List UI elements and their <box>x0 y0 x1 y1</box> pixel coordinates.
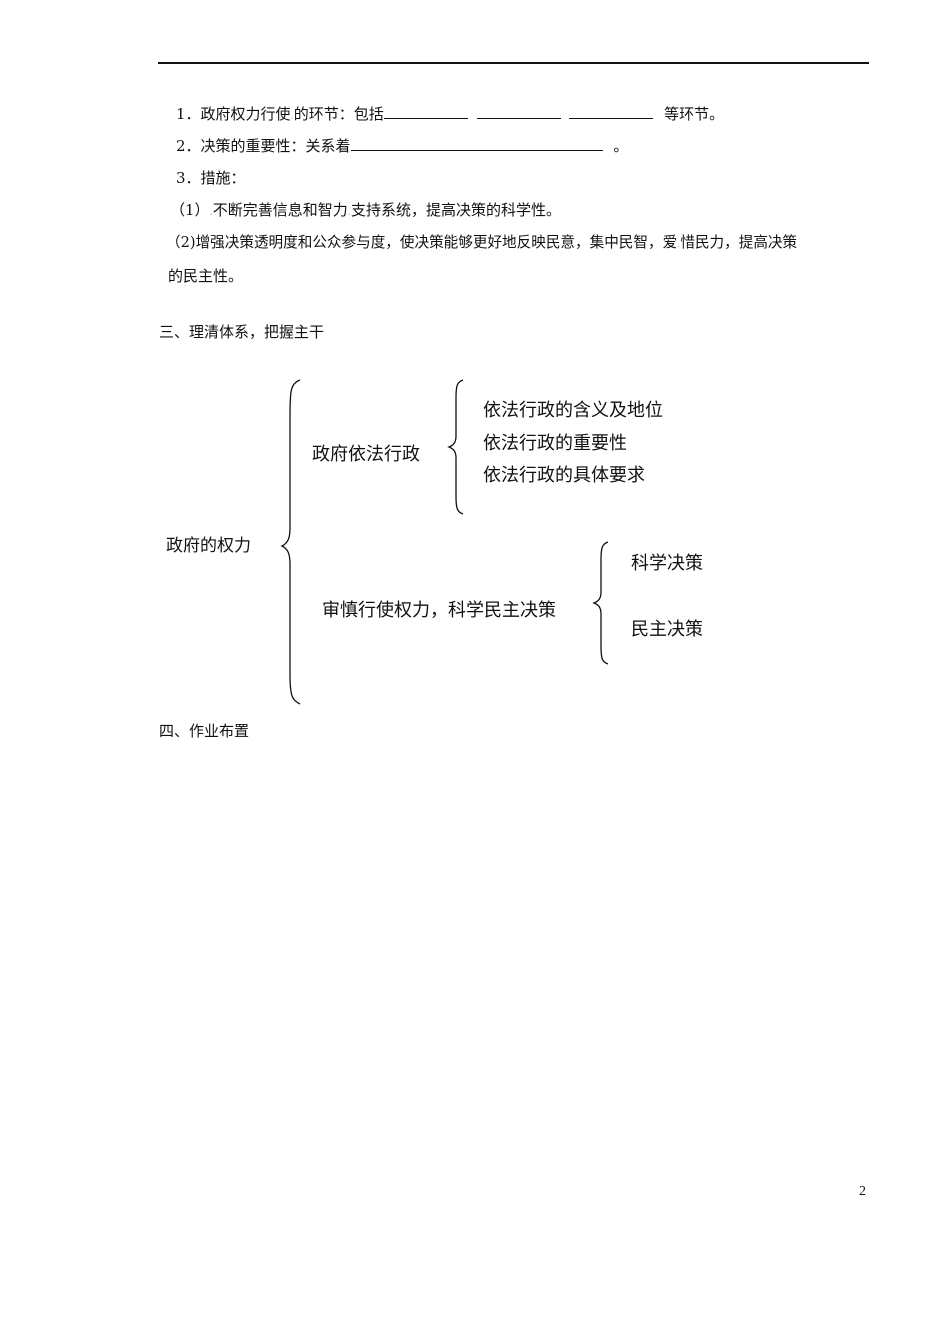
fill-blank-1[interactable] <box>383 104 468 119</box>
branch-2-child-1: 科学决策 <box>631 553 703 574</box>
measure-2-text-b: 惜民力，提高决策 <box>680 234 798 251</box>
diagram-root-node: 政府的权力 <box>166 536 251 556</box>
item-2-decision-importance: 2．决策的重要性：关系着 。 <box>176 136 628 156</box>
item-1-suffix: 等环节。 <box>664 105 725 123</box>
section-4-heading: 四、作业布置 <box>159 722 250 740</box>
root-brace-icon <box>280 379 301 705</box>
measure-1-text-a: 不断完善信息和智力 <box>212 201 348 219</box>
item-3-measures-label: 3．措施： <box>176 169 246 187</box>
item-2-prefix: 2．决策的重要性：关系着 <box>176 137 351 155</box>
annotation-dot: . <box>347 207 351 218</box>
section-3-heading: 三、理清体系，把握主干 <box>159 323 325 341</box>
measure-1-number: （1） <box>170 201 210 219</box>
measure-2-line-2: 的民主性。 <box>168 267 244 285</box>
annotation-dot: . <box>209 207 213 218</box>
fill-blank-2[interactable] <box>476 104 561 119</box>
measure-2-line-1: （2)增强决策透明度和公众参与度，使决策能够更好地反映民意，集中民智，爱.惜民力… <box>166 233 797 255</box>
measure-1-text-b: 支持系统，提高决策的科学性。 <box>350 201 561 219</box>
item-1-power-exercise-steps: 1．政府权力行使.的环节：包括 等环节。 <box>176 104 724 127</box>
branch-1-brace-icon <box>447 379 464 515</box>
item-2-suffix: 。 <box>613 137 629 155</box>
branch-2-label: 审慎行使权力，科学民主决策 <box>322 600 556 621</box>
item-1-mid: 的环节：包括 <box>293 105 384 123</box>
annotation-dot: . <box>290 111 294 122</box>
branch-2-child-2: 民主决策 <box>631 619 703 640</box>
branch-1-child-1: 依法行政的含义及地位 <box>483 400 663 421</box>
fill-blank-3[interactable] <box>569 104 654 119</box>
measure-2-text-a: （2)增强决策透明度和公众参与度，使决策能够更好地反映民意，集中民智，爱 <box>166 234 678 251</box>
branch-2-brace-icon <box>592 541 609 665</box>
fill-blank-4[interactable] <box>350 136 603 151</box>
branch-1-label: 政府依法行政 <box>312 444 420 465</box>
header-rule <box>158 62 869 64</box>
branch-1-child-3: 依法行政的具体要求 <box>483 465 645 486</box>
branch-1-child-2: 依法行政的重要性 <box>483 433 627 454</box>
measure-1: （1）.不断完善信息和智力.支持系统，提高决策的科学性。 <box>170 200 561 223</box>
item-1-prefix: 1．政府权力行使 <box>176 105 291 123</box>
annotation-dot: . <box>677 239 681 250</box>
page-number: 2 <box>859 1184 866 1199</box>
